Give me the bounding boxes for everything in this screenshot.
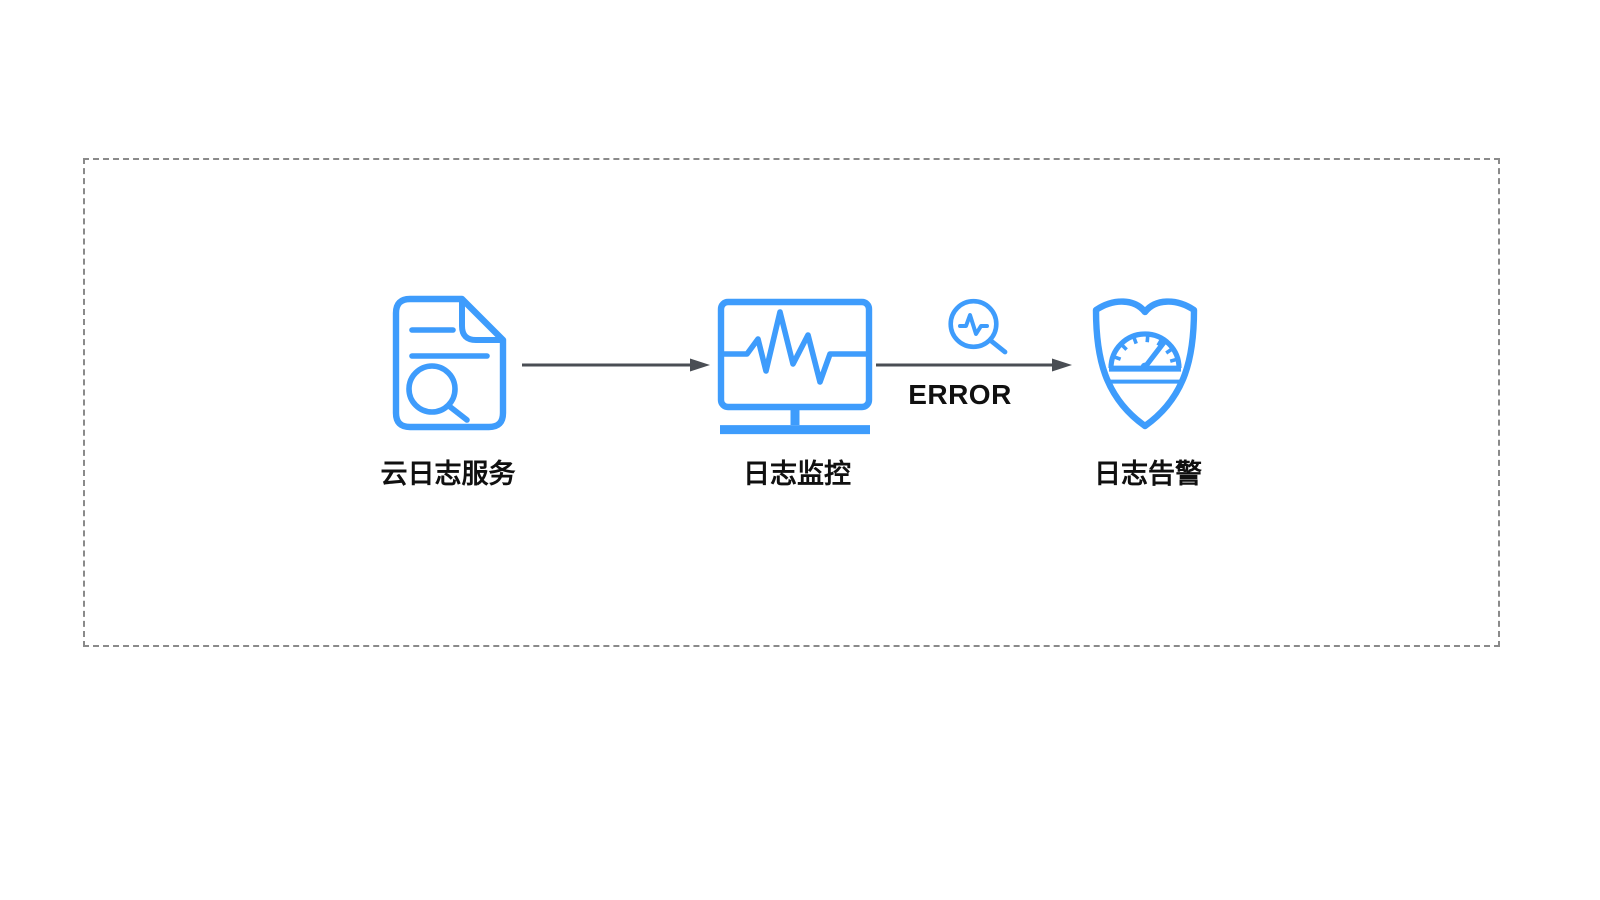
node-label-cloud-log-service: 云日志服务	[380, 459, 516, 489]
flow-arrow-1	[522, 358, 710, 372]
document-search-icon	[392, 295, 507, 431]
search-pulse-icon	[948, 298, 1008, 355]
diagram-boundary	[83, 158, 1500, 647]
node-label-log-alerting: 日志告警	[1094, 459, 1202, 489]
monitor-waveform-icon	[717, 298, 873, 435]
flow-arrow-2	[876, 358, 1072, 372]
shield-gauge-icon	[1092, 298, 1198, 430]
edge-label-error: ERROR	[908, 379, 1012, 410]
node-label-log-monitoring: 日志监控	[743, 459, 851, 489]
